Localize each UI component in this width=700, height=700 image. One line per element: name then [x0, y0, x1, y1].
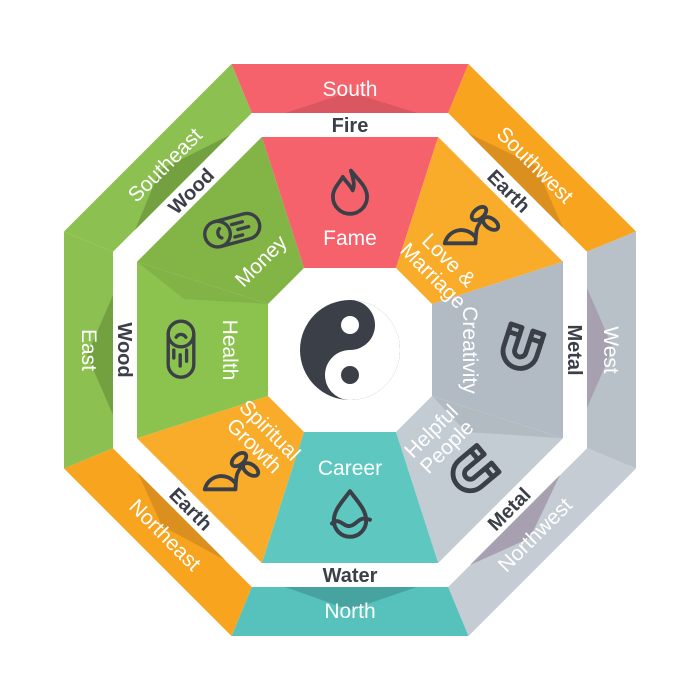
- outer-segment-south: [231, 64, 469, 113]
- area-label-health: Health: [218, 320, 241, 381]
- direction-label-north: North: [324, 600, 375, 623]
- outer-shadow-north: [285, 587, 417, 610]
- outer-segment-northeast: [64, 448, 252, 636]
- magnet-icon: [500, 321, 547, 371]
- outer-segment-southeast: [64, 64, 252, 252]
- inner-segment-career: [261, 432, 439, 563]
- inner-wedge-helpful-shadow: [432, 396, 563, 439]
- element-label-metal-west: Metal: [563, 324, 585, 375]
- direction-label-south: South: [323, 78, 378, 101]
- magnet-icon: [450, 443, 502, 494]
- area-label-fame: Fame: [323, 227, 377, 250]
- direction-label-west: West: [599, 326, 622, 374]
- element-label-wood-east: Wood: [113, 322, 135, 377]
- area-label-creativity: Creativity: [458, 306, 481, 394]
- sprout-icon: [442, 205, 501, 246]
- yin-yang-dark-dot: [341, 366, 359, 384]
- log-icon: [166, 319, 196, 379]
- inner-segment-fame: [261, 137, 439, 268]
- outer-shadow-southeast: [135, 135, 230, 230]
- flame-icon: [331, 168, 369, 216]
- log-icon: [203, 211, 262, 249]
- outer-shadow-southwest: [468, 133, 563, 228]
- outer-shadow-east: [87, 295, 113, 415]
- outer-shadow-northeast: [138, 473, 225, 560]
- water-drop-icon: [329, 489, 372, 539]
- outer-segment-southwest: [448, 64, 636, 252]
- inner-segment-helpful-people: [396, 396, 563, 563]
- outer-shadow-west: [587, 288, 613, 408]
- sprout-icon: [202, 451, 261, 492]
- element-label-fire: Fire: [332, 115, 369, 137]
- yin-yang-symbol: [300, 300, 400, 400]
- outer-shadow-south: [285, 92, 417, 113]
- inner-segment-health: [137, 261, 268, 439]
- inner-segment-spiritual-growth: [137, 396, 304, 563]
- yin-yang-light-dot: [341, 316, 359, 334]
- direction-label-east: East: [77, 329, 100, 371]
- element-label-water: Water: [323, 565, 378, 587]
- outer-segment-east: [64, 231, 113, 469]
- outer-segment-north: [231, 587, 469, 636]
- area-label-career: Career: [318, 457, 382, 480]
- outer-segment-northwest: [448, 448, 636, 636]
- inner-segment-creativity: [432, 261, 563, 439]
- inner-wedge-health-shadow: [137, 261, 268, 304]
- outer-shadow-northwest: [470, 475, 560, 565]
